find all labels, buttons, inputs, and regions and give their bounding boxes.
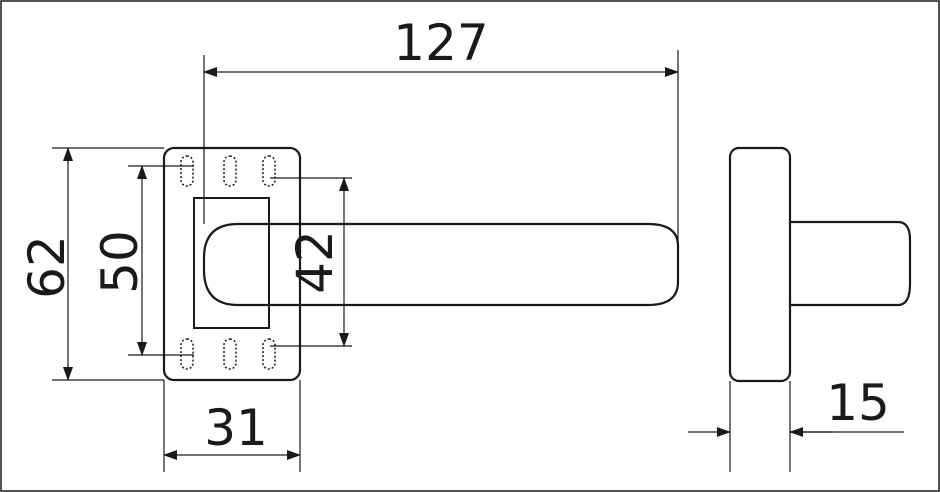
- dim-label-31: 31: [204, 399, 268, 457]
- screw-hole: [262, 338, 276, 370]
- screw-holes-top: [180, 155, 276, 187]
- dim-label-62: 62: [18, 235, 76, 299]
- dim-label-42: 42: [286, 230, 344, 294]
- screw-holes-bottom: [180, 338, 276, 370]
- screw-hole: [223, 155, 237, 187]
- dim-label-127: 127: [393, 14, 488, 72]
- dimension-overall-length: 127: [203, 14, 679, 244]
- front-view: [162, 146, 680, 382]
- dimension-rose-width: 31: [163, 380, 301, 472]
- screw-hole: [262, 155, 276, 187]
- side-view: [728, 146, 912, 383]
- dimension-lever-height: 42: [270, 177, 352, 347]
- screw-hole: [180, 155, 194, 187]
- side-rose-profile: [728, 146, 792, 383]
- dimension-inner-height: 50: [91, 165, 194, 356]
- dim-label-50: 50: [91, 230, 149, 294]
- side-lever-profile: [790, 220, 912, 307]
- rose-plate: [162, 146, 302, 382]
- screw-hole: [180, 338, 194, 370]
- dim-label-15: 15: [826, 374, 890, 432]
- dimension-rose-height: 62: [18, 147, 164, 381]
- screw-hole: [223, 338, 237, 370]
- dimension-side-thickness: 15: [688, 374, 904, 472]
- lever-arm: [202, 222, 680, 307]
- rose-inner-recess: [193, 197, 270, 329]
